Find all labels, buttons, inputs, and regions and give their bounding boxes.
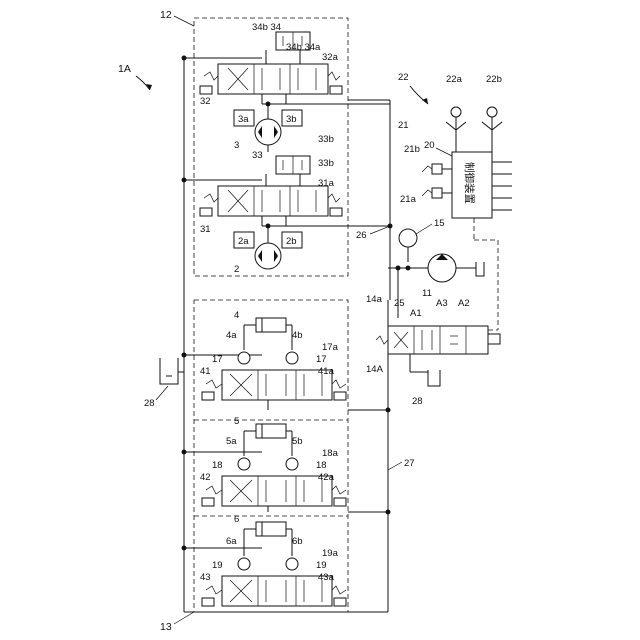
label-41: 41 [200,366,211,377]
label-19b: 19 [316,560,327,571]
label-18: 18 [212,460,223,471]
label-43: 43 [200,572,211,583]
label-2: 2 [234,264,239,275]
label-5a: 5a [226,436,237,447]
label-21a: 21a [400,194,417,205]
operation-device-21 [422,164,452,198]
label-6: 6 [234,514,239,525]
label-28-right: 28 [412,396,423,407]
label-25: 25 [394,298,405,309]
label-17: 17 [212,354,223,365]
label-22a: 22a [446,74,463,85]
tank-28-left [160,358,184,384]
label-32a: 32a [322,52,339,63]
operation-lever-22 [446,107,502,152]
directional-valve-14A [376,326,500,386]
directional-valve-31 [200,186,342,216]
label-31a: 31a [318,178,335,189]
label-21: 21 [398,120,409,131]
label-34a: 34b 34a [286,42,321,53]
label-18a: 18a [322,448,339,459]
label-15: 15 [434,218,445,229]
label-12: 12 [160,9,172,21]
label-3b: 3b [286,114,297,125]
label-6a: 6a [226,536,237,547]
label-3a: 3a [238,114,249,125]
label-22b: 22b [486,74,502,85]
label-5b: 5b [292,436,303,447]
label-21b: 21b [404,144,420,155]
label-14a: 14a [366,294,383,305]
label-27: 27 [404,458,415,469]
hydraulic-motor-3 [234,104,302,152]
label-19a: 19a [322,548,339,559]
logic-valve-33 [266,156,310,186]
label-4: 4 [234,310,239,321]
label-33b-bot: 33b [318,158,334,169]
label-6b: 6b [292,536,303,547]
main-pump-11 [428,254,484,282]
label-42a: 42a [318,472,335,483]
label-32: 32 [200,96,211,107]
label-42: 42 [200,472,211,483]
label-A3: A3 [436,298,448,309]
hydraulic-motor-2 [234,226,302,269]
label-34: 34b 34 [252,22,281,33]
label-A2: A2 [458,298,470,309]
label-17b: 17 [316,354,327,365]
label-17a: 17a [322,342,339,353]
label-26: 26 [356,230,367,241]
label-41a: 41a [318,366,335,377]
label-4b: 4b [292,330,303,341]
label-13: 13 [160,621,172,633]
label-43a: 43a [318,572,335,583]
label-18b: 18 [316,460,327,471]
label-5: 5 [234,416,239,427]
directional-valve-32 [200,64,342,94]
label-22: 22 [398,72,409,83]
label-2b: 2b [286,236,297,247]
label-1A: 1A [118,63,131,75]
label-14A: 14A [366,364,384,375]
label-2a: 2a [238,236,249,247]
label-19: 19 [212,560,223,571]
label-4a: 4a [226,330,237,341]
label-33: 33 [252,150,263,161]
label-20: 20 [424,140,435,151]
pilot-pump-15 [399,229,417,262]
label-11: 11 [422,288,432,299]
controller-label: 制御装置 [463,162,476,204]
label-A1: A1 [410,308,422,319]
label-28-left: 28 [144,398,155,409]
label-31: 31 [200,224,211,235]
label-33b-top: 33b [318,134,334,145]
label-3: 3 [234,140,239,151]
